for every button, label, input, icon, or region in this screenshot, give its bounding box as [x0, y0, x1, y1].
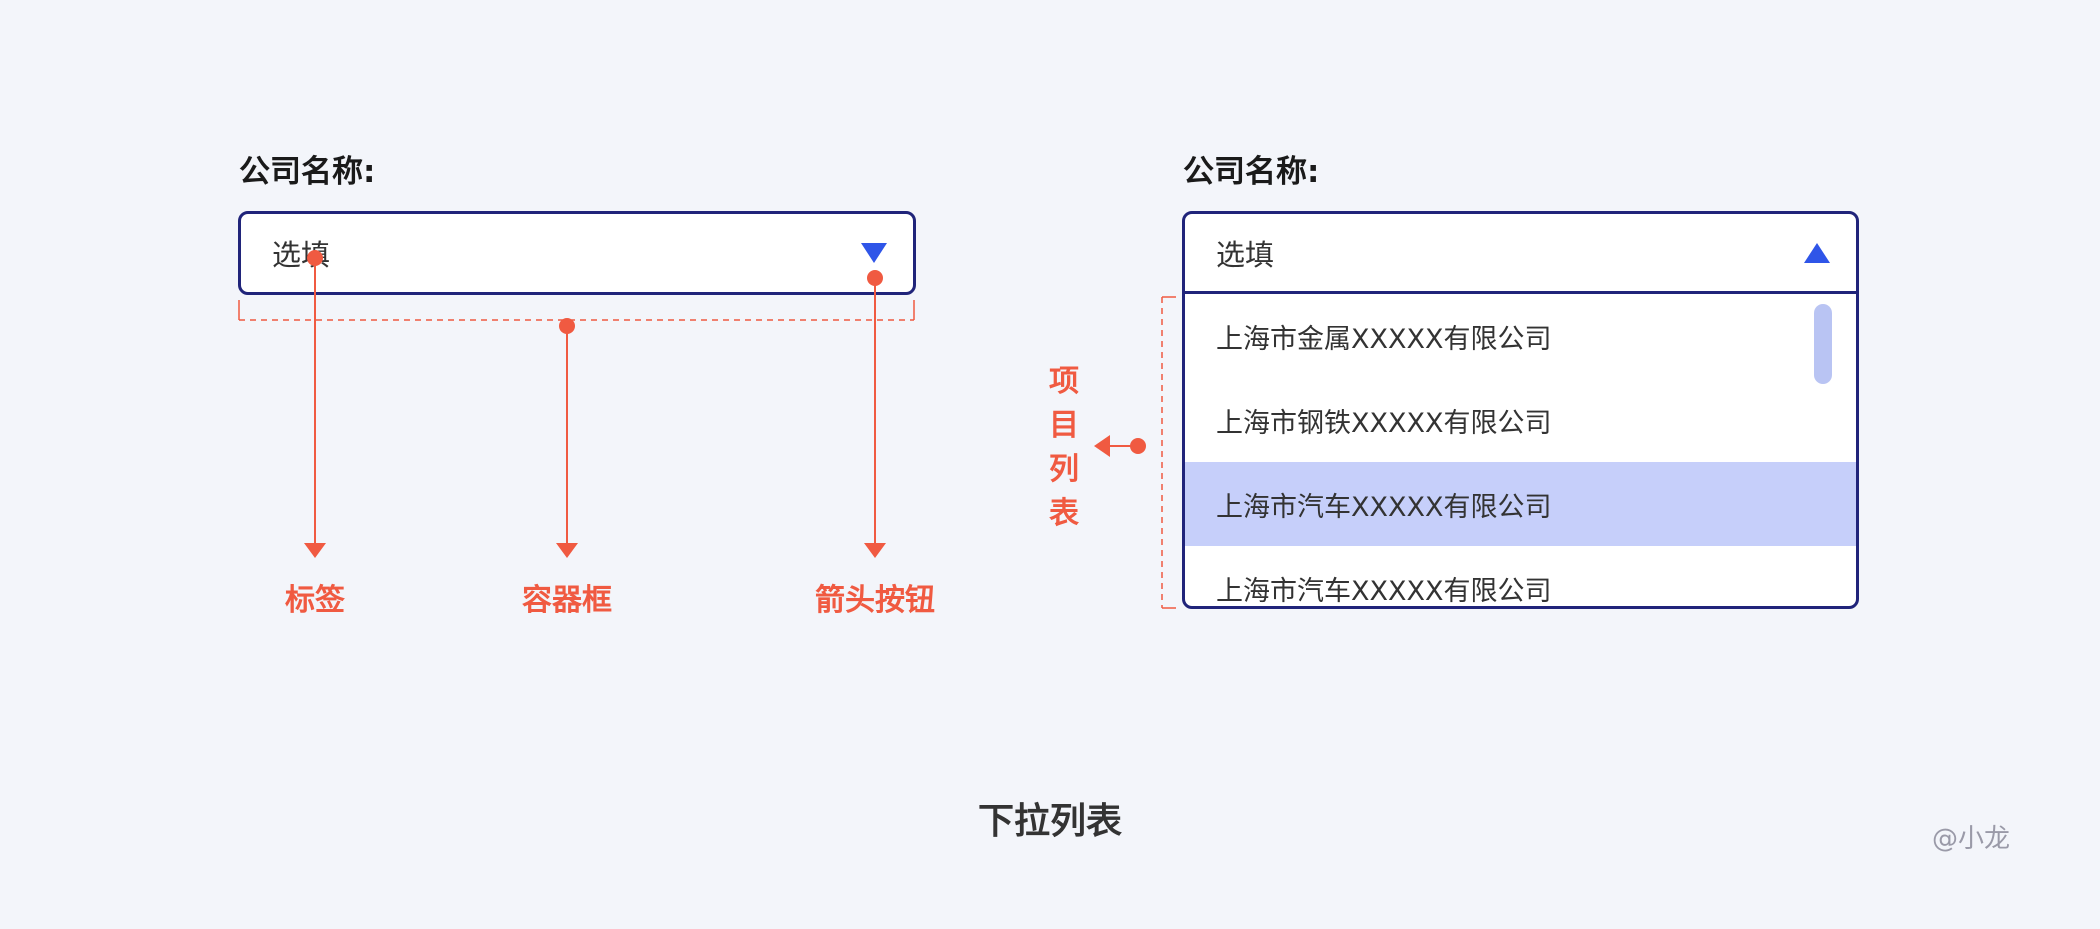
caption-arrow-button: 箭头按钮 [815, 583, 935, 618]
expanded-select[interactable]: 选填 上海市金属XXXXX有限公司 上海市钢铁XXXXX有限公司 上海市汽车XX… [1182, 211, 1859, 609]
left-field-label: 公司名称: [239, 154, 376, 190]
caption-item-list: 项 目 列 表 [1046, 360, 1082, 536]
container-pointer-arrow-icon [556, 543, 578, 558]
triangle-up-icon[interactable] [1804, 243, 1830, 263]
caption-item-list-char: 项 [1049, 364, 1079, 399]
caption-item-list-char: 目 [1049, 408, 1079, 443]
caption-item-list-char: 列 [1049, 452, 1079, 487]
caption-label: 标签 [285, 583, 345, 618]
list-item[interactable]: 上海市钢铁XXXXX有限公司 [1216, 407, 1552, 439]
list-pointer-arrow-icon [1094, 435, 1110, 457]
scrollbar-thumb[interactable] [1814, 304, 1832, 384]
arrow-button-pointer-arrow-icon [864, 543, 886, 558]
page-title: 下拉列表 [977, 801, 1122, 842]
triangle-down-icon[interactable] [861, 243, 887, 263]
list-item[interactable]: 上海市金属XXXXX有限公司 [1216, 323, 1552, 355]
label-pointer-arrow-icon [304, 543, 326, 558]
author-signature: @小龙 [1931, 824, 2010, 854]
caption-container: 容器框 [522, 583, 612, 618]
collapsed-select[interactable]: 选填 [238, 211, 916, 295]
caption-item-list-char: 表 [1049, 496, 1079, 531]
right-field-label: 公司名称: [1183, 154, 1320, 190]
list-item-highlighted[interactable]: 上海市汽车XXXXX有限公司 [1185, 462, 1856, 546]
expanded-select-value: 选填 [1216, 237, 1275, 272]
dropdown-item-list[interactable]: 上海市金属XXXXX有限公司 上海市钢铁XXXXX有限公司 上海市汽车XXXXX… [1185, 294, 1856, 607]
list-item[interactable]: 上海市汽车XXXXX有限公司 [1216, 575, 1552, 607]
expanded-select-header[interactable]: 选填 [1185, 214, 1856, 294]
